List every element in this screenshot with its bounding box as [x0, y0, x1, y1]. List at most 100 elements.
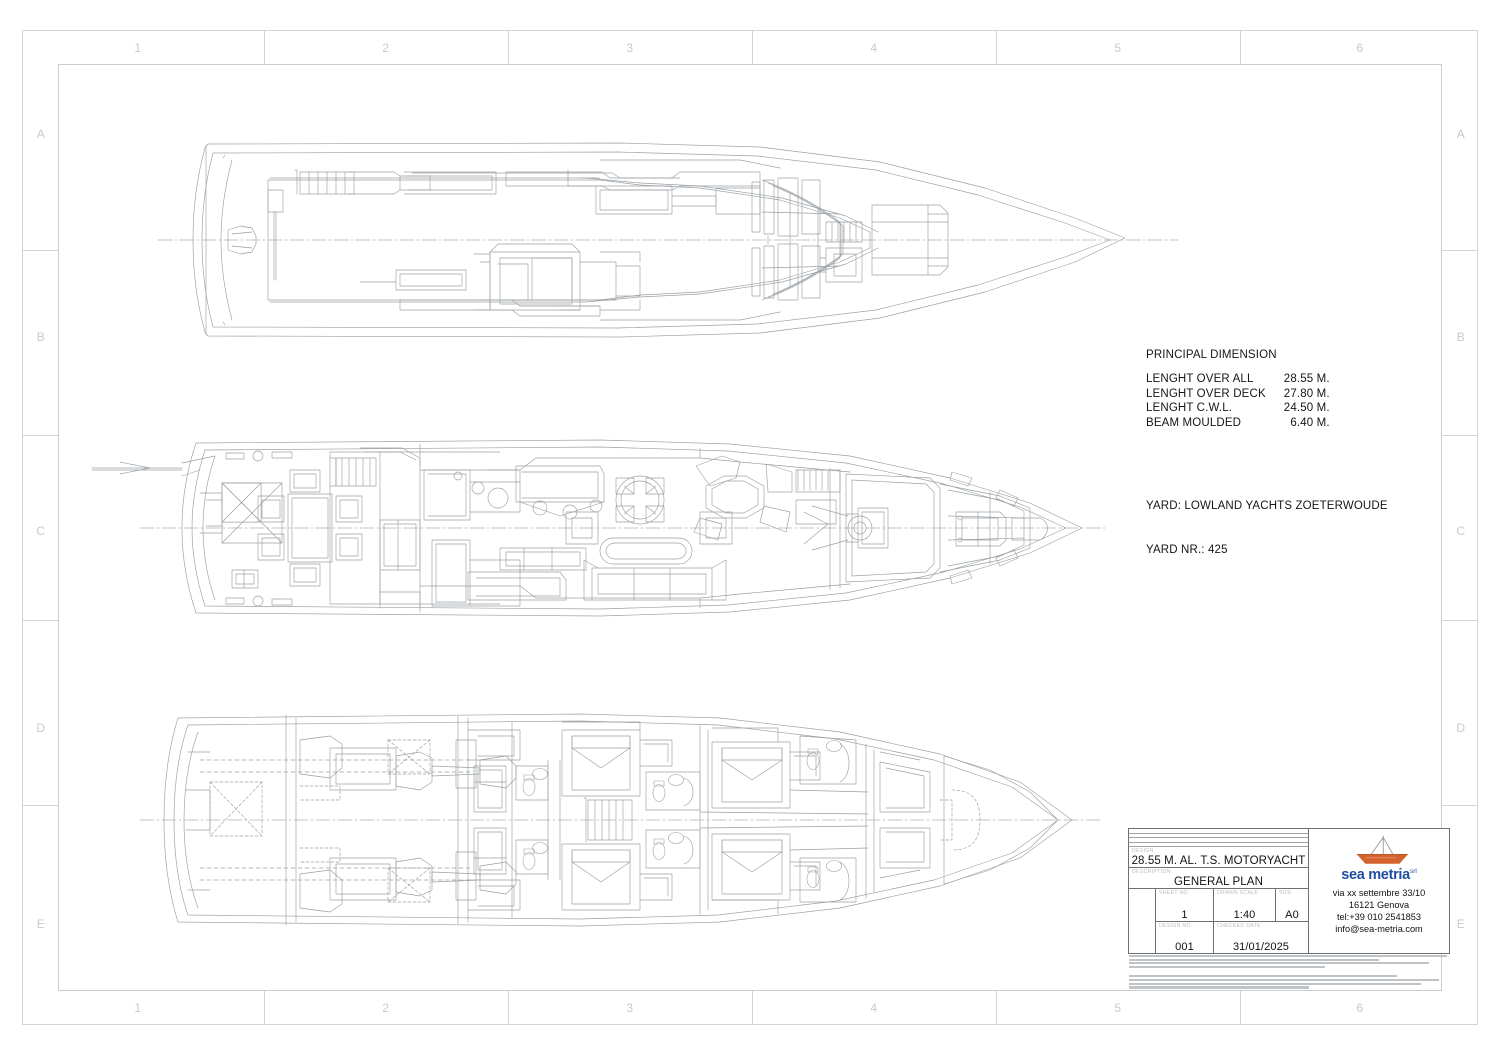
drawing-frame-outer	[22, 30, 1478, 1025]
flybridge-deck-plan	[157, 142, 1179, 338]
zone-label-row-e: E	[36, 917, 46, 931]
checked-date-caption: CHECKED DATE	[1217, 922, 1261, 929]
dim-label-cwl: LENGHT C.W.L.	[1146, 402, 1233, 415]
drawn-scale-caption: DRAWN SCALE	[1217, 890, 1259, 896]
zone-label-row-e-right: E	[1456, 917, 1466, 931]
zone-label-col-3-bottom: 3	[626, 1001, 634, 1015]
design-value: 28.55 M. AL. T.S. MOTORYACHT	[1131, 855, 1306, 867]
checked-date-value: 31/01/2025	[1232, 941, 1290, 953]
zone-divider	[23, 435, 58, 436]
legal-line	[1129, 979, 1439, 982]
legal-line	[1129, 958, 1379, 961]
title-block-row-upper: SHEET NO. 1 DRAWN SCALE 1:40 SIZE A0	[1156, 889, 1308, 922]
zone-divider	[1442, 805, 1478, 806]
zone-divider	[264, 31, 265, 64]
zone-divider	[508, 991, 509, 1024]
description-value: GENERAL PLAN	[1174, 876, 1263, 888]
table-row: LENGHT OVER DECK 27.80 M.	[1146, 387, 1330, 402]
title-block-grid: SHEET NO. 1 DRAWN SCALE 1:40 SIZE A0	[1129, 889, 1308, 953]
zone-divider	[264, 991, 265, 1024]
yard-number: YARD NR.: 425	[1146, 543, 1228, 556]
zone-divider	[508, 31, 509, 64]
brand-suffix: srl	[1409, 868, 1417, 876]
zone-label-col-4-bottom: 4	[870, 1001, 878, 1015]
zone-label-row-a-right: A	[1456, 127, 1466, 141]
design-no-caption: DESIGN NO.	[1159, 922, 1193, 929]
sheet-no-value: 1	[1181, 908, 1188, 921]
drawing-frame-inner	[58, 64, 1442, 991]
company-brand: sea metriasrl	[1341, 867, 1417, 883]
principal-dimension-heading: PRINCIPAL DIMENSION	[1146, 349, 1277, 361]
revision-row	[1129, 838, 1308, 843]
zone-label-col-6-bottom: 6	[1356, 1001, 1364, 1015]
title-block-row-lower: DESIGN NO. 001 CHECKED DATE 31/01/2025	[1156, 921, 1308, 954]
zone-label-col-3: 3	[626, 41, 634, 55]
company-block: sea metriasrl via xx settembre 33/10 161…	[1309, 829, 1449, 953]
legal-line	[1129, 955, 1447, 958]
company-contact: via xx settembre 33/10 16121 Genova tel:…	[1333, 887, 1425, 936]
zone-label-row-b: B	[36, 330, 46, 344]
company-address-1: via xx settembre 33/10	[1332, 888, 1426, 898]
zone-divider	[752, 991, 753, 1024]
revision-row	[1129, 843, 1308, 847]
dim-value-cwl: 24.50 M.	[1283, 402, 1330, 415]
description-caption: DESCRIPTION	[1132, 869, 1171, 875]
zone-divider	[1442, 620, 1478, 621]
legal-line	[1129, 982, 1421, 985]
brand-name: sea metria	[1341, 867, 1410, 883]
zone-divider	[23, 250, 58, 251]
sheet-no-field: SHEET NO. 1	[1156, 889, 1214, 921]
sailboat-icon	[1356, 835, 1408, 864]
zone-divider	[1442, 435, 1478, 436]
zone-label-row-c: C	[36, 524, 46, 538]
size-value: A0	[1285, 908, 1299, 921]
revision-row	[1129, 829, 1308, 834]
legal-fine-print	[1129, 955, 1449, 989]
legal-line	[1129, 975, 1397, 978]
dim-value-loa: 28.55 M.	[1283, 373, 1330, 385]
zone-label-col-1-bottom: 1	[134, 1001, 142, 1015]
main-deck-plan	[91, 439, 1106, 617]
title-block-left: DESIGN 28.55 M. AL. T.S. MOTORYACHT DESC…	[1129, 829, 1309, 953]
table-row: BEAM MOULDED 6.40 M.	[1146, 416, 1330, 431]
design-no-value: 001	[1175, 941, 1194, 953]
title-block: DESIGN 28.55 M. AL. T.S. MOTORYACHT DESC…	[1128, 828, 1450, 954]
size-field: SIZE A0	[1276, 889, 1308, 921]
dim-value-beam: 6.40 M.	[1290, 416, 1330, 429]
dim-label-loa: LENGHT OVER ALL	[1146, 373, 1254, 385]
zone-divider	[23, 805, 58, 806]
zone-label-col-6: 6	[1356, 41, 1364, 55]
title-block-columns: SHEET NO. 1 DRAWN SCALE 1:40 SIZE A0	[1156, 889, 1308, 953]
zone-divider	[1240, 31, 1241, 64]
zone-label-col-4: 4	[870, 41, 878, 55]
zone-label-col-1: 1	[134, 41, 142, 55]
zone-label-row-d: D	[36, 721, 46, 735]
dim-label-beam: BEAM MOULDED	[1146, 416, 1242, 429]
legal-line	[1129, 966, 1325, 969]
table-row: LENGHT C.W.L. 24.50 M.	[1146, 401, 1330, 416]
zone-divider	[996, 31, 997, 64]
dim-value-lod: 27.80 M.	[1283, 387, 1330, 400]
description-field: DESCRIPTION GENERAL PLAN	[1129, 868, 1308, 889]
checked-date-field: CHECKED DATE 31/01/2025	[1214, 922, 1308, 954]
zone-divider	[23, 620, 58, 621]
zone-label-col-2: 2	[382, 41, 390, 55]
drawn-scale-field: DRAWN SCALE 1:40	[1214, 889, 1276, 921]
zone-label-row-c-right: C	[1456, 524, 1466, 538]
company-address-2: 16121 Genova	[1348, 900, 1410, 911]
zone-label-col-5-bottom: 5	[1114, 1001, 1122, 1015]
dim-label-lod: LENGHT OVER DECK	[1146, 387, 1266, 400]
yard-name: YARD: LOWLAND YACHTS ZOETERWOUDE	[1146, 500, 1388, 513]
lower-deck-plan	[139, 713, 1101, 927]
sheet-no-caption: SHEET NO.	[1159, 890, 1190, 896]
zone-label-row-d-right: D	[1456, 721, 1466, 735]
zone-divider	[996, 991, 997, 1024]
size-caption: SIZE	[1279, 890, 1292, 896]
yard-notes: YARD: LOWLAND YACHTS ZOETERWOUDE YARD NR…	[1146, 470, 1388, 587]
zone-label-row-a: A	[36, 127, 46, 141]
legal-line	[1129, 962, 1429, 965]
zone-divider	[1442, 250, 1478, 251]
company-email[interactable]: info@sea-metria.com	[1335, 924, 1423, 935]
